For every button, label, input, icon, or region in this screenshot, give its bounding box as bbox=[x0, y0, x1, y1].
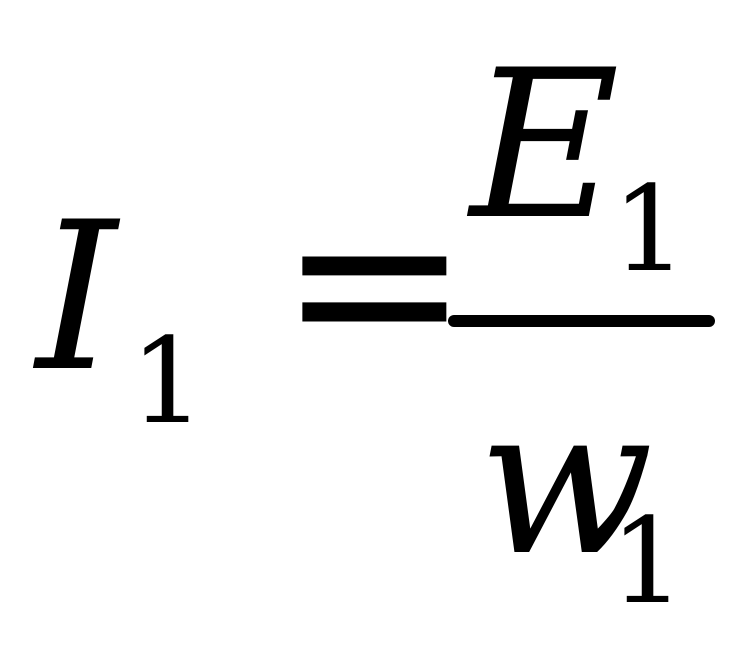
fraction-bar bbox=[448, 315, 715, 327]
lhs-variable: I bbox=[36, 179, 117, 417]
numerator-variable: E bbox=[470, 27, 620, 265]
denominator-variable: w bbox=[478, 363, 654, 601]
denominator-subscript: 1 bbox=[610, 492, 686, 630]
equals-sign: = bbox=[278, 149, 471, 416]
lhs-subscript: 1 bbox=[130, 312, 206, 450]
numerator-subscript: 1 bbox=[612, 160, 688, 298]
